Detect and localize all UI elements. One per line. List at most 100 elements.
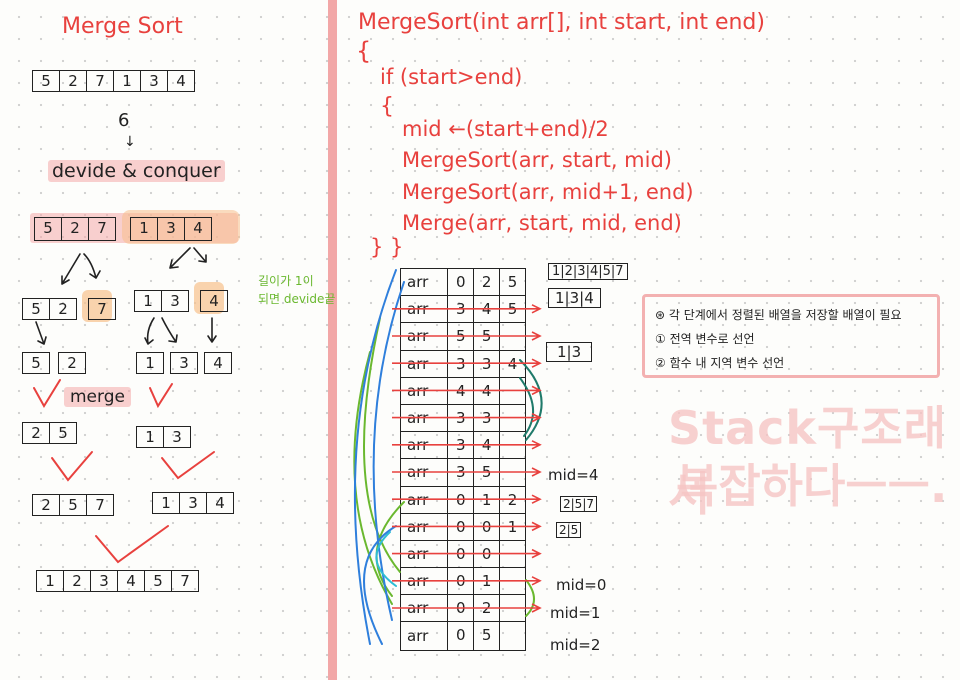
cell: 4 (209, 292, 219, 310)
code-signature: MergeSort(int arr[], int start, int end) (358, 10, 765, 35)
cell: 1 (131, 218, 158, 240)
stack-arrows (353, 269, 543, 645)
left-arrows (33, 247, 217, 564)
note-line-3: ② 함수 내 지역 변수 선언 (655, 356, 785, 370)
leaf-2: 2 (58, 352, 86, 374)
arrow-icon (161, 317, 178, 343)
leaf-3: 3 (170, 352, 198, 374)
stack-cell: 5 (499, 269, 525, 296)
cell: 7 (87, 71, 114, 91)
code-call2: MergeSort(arr, mid+1, end) (402, 180, 694, 204)
level2-d: 4 (200, 290, 228, 312)
cell: 3 (180, 493, 207, 513)
cell: 1 (153, 493, 180, 513)
cell: 1 (145, 354, 155, 372)
code-call1: MergeSort(arr, start, mid) (402, 148, 672, 172)
code-close: } } (370, 235, 404, 259)
length-one-note: 길이가 1이 되면 devide끝 (258, 274, 336, 306)
stack-cell: 2 (473, 269, 499, 296)
cell: 5 (33, 71, 60, 91)
strike-arrow (392, 603, 542, 613)
side-label-r1: 1|3|4 (548, 288, 601, 308)
arrow-icon (35, 321, 47, 345)
cell: 7 (180, 572, 190, 590)
cyan-arrow (375, 531, 397, 587)
note-line-2: ① 전역 변수로 선언 (655, 332, 755, 346)
cell: 1 (135, 291, 162, 311)
cell: 5 (145, 571, 172, 591)
stack-cell: 0 (447, 622, 473, 650)
side-label-r9: 2|5 (556, 522, 582, 538)
check-icon (33, 379, 61, 408)
strike-arrow (392, 440, 542, 450)
side-label-r11: mid=0 (556, 576, 607, 594)
cell: 2 (58, 300, 68, 318)
cell: 5 (35, 218, 62, 240)
arrow-icon (61, 253, 81, 285)
teal-arrow (519, 377, 535, 437)
side-label-r8: 2|5|7 (560, 496, 597, 512)
strike-arrow (392, 521, 542, 532)
cell: 2 (67, 354, 77, 372)
leaf-5: 5 (22, 352, 50, 374)
side-label-r3: 1|3 (546, 342, 593, 362)
cell: 1 (137, 427, 164, 447)
arrow-icon (169, 247, 191, 269)
code-brace: { (356, 37, 372, 65)
side-label-r7: mid=4 (548, 466, 599, 484)
stack-cell: 5 (473, 622, 499, 650)
cell: 2 (33, 495, 60, 515)
cell: 4 (193, 219, 203, 237)
green-arrow (525, 579, 535, 617)
arrow-icon (207, 317, 217, 343)
strike-arrow (392, 385, 542, 396)
page-divider (328, 0, 337, 680)
cell: 3 (170, 292, 180, 310)
strike-arrow (392, 331, 542, 341)
strike-arrow (392, 358, 542, 368)
stack-cell: 0 (447, 269, 473, 296)
side-label-r13: mid=2 (550, 636, 601, 654)
code-call3: Merge(arr, start, mid, end) (402, 211, 682, 235)
cell: 3 (91, 571, 118, 591)
note-box: ⊛ 각 단계에서 정렬된 배열을 저장할 배열이 필요 ① 전역 변수로 선언 … (642, 294, 940, 378)
cell: 7 (97, 300, 107, 318)
code-inner-brace: { (380, 94, 394, 119)
watermark-line-2: 복잡하다ㅡㅡ. (676, 459, 948, 513)
cell: 4 (118, 571, 145, 591)
cell: 2 (23, 423, 50, 443)
cell: 3 (158, 218, 185, 240)
strike-arrow (392, 467, 542, 477)
cell: 5 (23, 299, 50, 319)
cell: 3 (179, 354, 189, 372)
code-mid: mid ←(start+end)/2 (402, 117, 609, 141)
strike-arrow (392, 412, 542, 423)
watermark-line-1: Stack구조래서 (668, 401, 947, 521)
check-icon (161, 451, 215, 480)
stack-cell (499, 622, 525, 650)
cell: 1 (37, 571, 64, 591)
blue-arrow (353, 269, 397, 645)
strike-arrow (392, 548, 542, 559)
cell: 5 (60, 495, 87, 515)
orange-circle (194, 282, 224, 314)
cell: 3 (172, 428, 182, 446)
cell: 2 (62, 218, 89, 240)
code-if: if (start>end) (380, 65, 523, 89)
side-label-r12: mid=1 (550, 604, 601, 622)
cell: 7 (95, 496, 105, 514)
merge-sort-title: Merge Sort (62, 14, 183, 39)
teal-arrow (519, 359, 543, 441)
arrow-icon (193, 247, 207, 263)
level2-b: 7 (88, 298, 116, 320)
arrow-icon (83, 253, 101, 279)
